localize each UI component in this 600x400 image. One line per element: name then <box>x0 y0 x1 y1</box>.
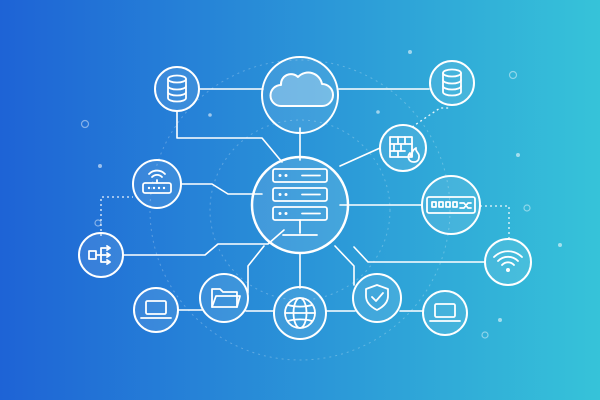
link-server-folder <box>247 245 265 294</box>
router-node[interactable] <box>132 159 182 209</box>
connection-lines <box>123 88 486 312</box>
server-rack-icon <box>272 168 328 236</box>
decorative-dots <box>80 50 562 339</box>
link-firewall-server <box>339 147 381 167</box>
wifi-icon <box>493 250 523 272</box>
firewall-icon <box>389 136 421 163</box>
globe-icon <box>284 297 316 329</box>
server-node[interactable] <box>250 155 350 255</box>
security-node[interactable] <box>352 273 402 323</box>
firewall-node[interactable] <box>379 124 427 172</box>
link-server-wifi <box>353 246 486 263</box>
laptop-icon <box>429 303 461 322</box>
folder-icon <box>211 288 241 308</box>
orbit-ring-inner <box>209 119 391 301</box>
folder-node[interactable] <box>199 273 249 323</box>
link-router-server <box>180 183 263 195</box>
shield-check-icon <box>365 284 389 311</box>
database-icon <box>167 74 187 103</box>
link-server-security <box>334 245 355 286</box>
dashed-connectors <box>100 107 510 238</box>
link-database-server <box>176 111 283 163</box>
cloud-icon <box>269 71 334 107</box>
database-icon <box>442 68 462 97</box>
router-icon <box>142 169 172 194</box>
laptop-right-node[interactable] <box>422 290 468 336</box>
orbit-ring-outer <box>149 59 451 361</box>
switch-node[interactable] <box>421 175 481 235</box>
laptop-icon <box>140 300 172 319</box>
link-share-server <box>123 229 285 256</box>
share-network-icon <box>88 245 111 265</box>
laptop-left-node[interactable] <box>133 287 179 333</box>
network-switch-icon <box>426 196 476 214</box>
